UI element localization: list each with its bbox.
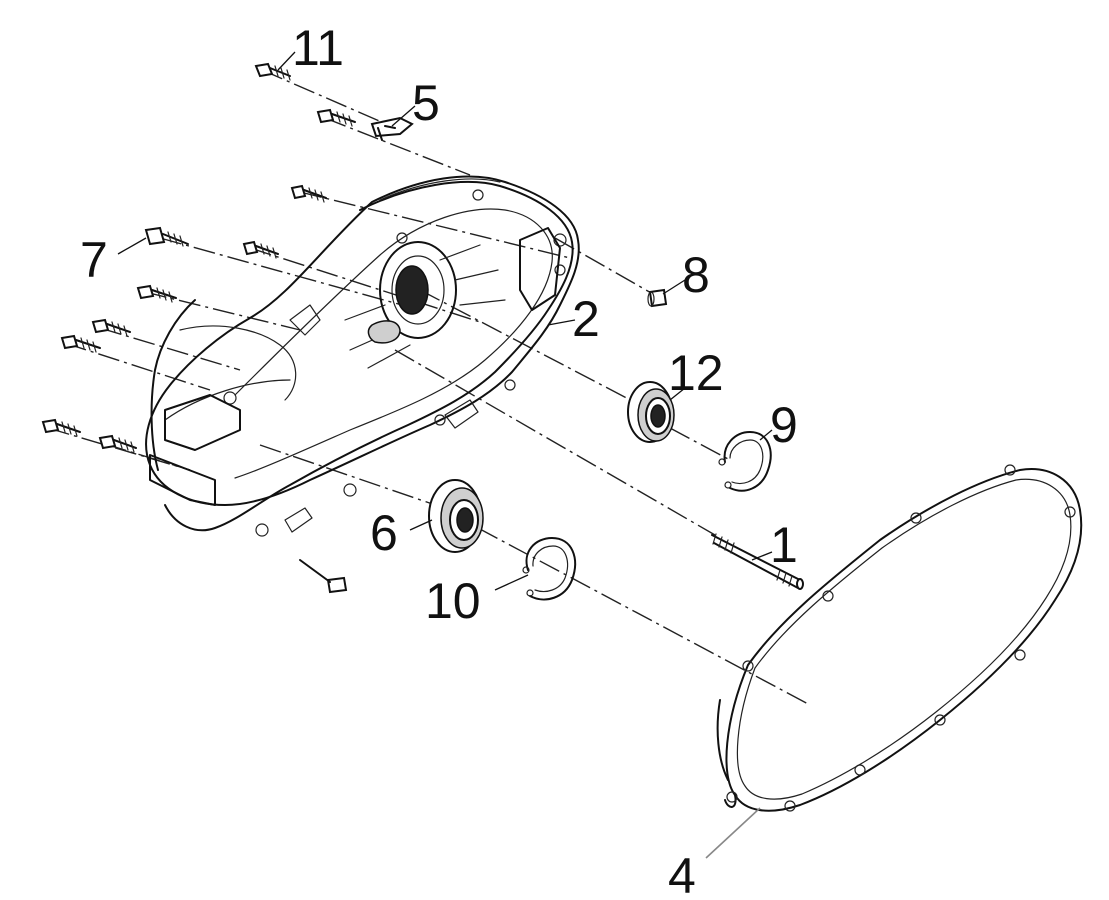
callout-8: 8: [682, 247, 710, 303]
bolt-part-11: [254, 62, 291, 81]
callout-10: 10: [425, 573, 481, 629]
callout-9: 9: [770, 397, 798, 453]
cover-bolts: [41, 184, 348, 594]
callout-12: 12: [668, 345, 724, 401]
circlip-part-10: [522, 537, 577, 601]
callout-11: 11: [292, 20, 344, 76]
oil-seal-part-12: [627, 381, 675, 443]
callout-2: 2: [572, 291, 600, 347]
leader-lines: [117, 51, 773, 859]
gasket-part-4: [716, 464, 1083, 812]
callout-6: 6: [370, 505, 398, 561]
callout-labels: 11 5 7 8 2 12 9 6 1 10 4: [80, 20, 798, 900]
dowel-pin-part-8: [647, 288, 668, 308]
callout-4: 4: [668, 848, 696, 900]
callout-7: 7: [80, 232, 108, 288]
shaft-part-1: [711, 533, 804, 590]
assembly-axis-lines: [47, 69, 811, 706]
callout-5: 5: [412, 75, 440, 131]
flange-bolt-part-7: [144, 226, 189, 247]
bearing-part-6: [428, 479, 484, 553]
circlip-part-9: [718, 431, 772, 492]
clip-part-5: [316, 108, 414, 141]
callout-1: 1: [770, 517, 798, 573]
crankcase-cover-part-2: [145, 175, 580, 537]
